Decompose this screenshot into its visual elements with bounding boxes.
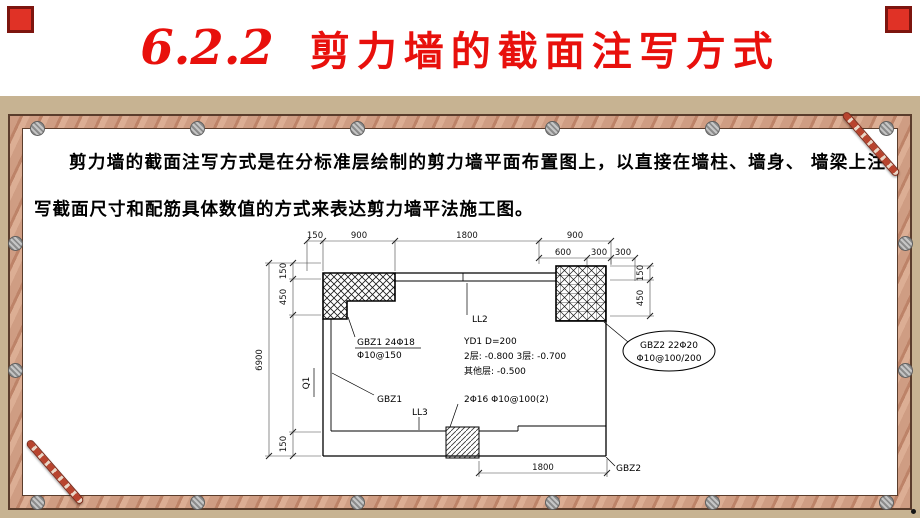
dim-label: 900 [351, 231, 367, 241]
title-band: 6.2.2 剪力墙的截面注写方式 [0, 0, 920, 96]
drawing-labels: LL2 GBZ1 24Φ18 Φ10@150 YD1 D=200 2层: -0.… [302, 315, 702, 474]
wood-frame: 剪力墙的截面注写方式是在分标准层绘制的剪力墙平面布置图上，以直接在墙柱、墙身、 … [8, 114, 912, 510]
label-ll2: LL2 [472, 315, 488, 325]
bolt-icon [879, 495, 894, 510]
bolt-icon [350, 495, 365, 510]
bolt-icon [30, 495, 45, 510]
dimension-labels: 150 900 1800 900 600 300 300 150 450 690… [255, 231, 646, 473]
bolt-icon [30, 121, 45, 136]
bolt-icon [350, 121, 365, 136]
dim-label: 1800 [456, 231, 478, 241]
dim-label: 150 [636, 265, 646, 281]
red-square-icon [7, 6, 34, 33]
dim-label: 150 [307, 231, 323, 241]
bolt-icon [705, 495, 720, 510]
body-text: 剪力墙的截面注写方式是在分标准层绘制的剪力墙平面布置图上，以直接在墙柱、墙身、 … [34, 152, 886, 219]
gbz1-column [322, 272, 396, 320]
label-wall-rebar: 2Φ16 Φ10@100(2) [464, 395, 549, 405]
bolt-icon [879, 121, 894, 136]
label-yd1-line3: 其他层: -0.500 [464, 365, 526, 377]
bolt-icon [545, 495, 560, 510]
dim-label: 600 [555, 248, 571, 258]
red-square-icon [885, 6, 912, 33]
bolt-icon [8, 363, 23, 378]
dim-label: 150 [279, 436, 289, 452]
label-gbz2-tag: GBZ2 [616, 464, 641, 474]
bolt-icon [545, 121, 560, 136]
label-gbz2-callout-1: GBZ2 22Φ20 [640, 341, 698, 351]
dim-label: 300 [591, 248, 607, 258]
label-gbz1-line2: Φ10@150 [357, 351, 402, 361]
wall-outline [322, 265, 607, 459]
yd1-opening [445, 426, 480, 459]
page-title: 剪力墙的截面注写方式 [309, 29, 780, 75]
label-gbz1-line1: GBZ1 24Φ18 [357, 338, 415, 348]
dim-label: 150 [279, 263, 289, 279]
dim-label: 450 [636, 290, 646, 306]
shear-wall-plan-drawing: 150 900 1800 900 600 300 300 150 450 690… [255, 231, 716, 477]
gbz2-callout-ellipse [622, 330, 716, 372]
dim-label: 1800 [532, 463, 554, 473]
dim-label: 450 [279, 289, 289, 305]
label-ll3: LL3 [412, 408, 428, 418]
bolt-icon [705, 121, 720, 136]
leader-lines [313, 283, 629, 467]
dim-label: 900 [567, 231, 583, 241]
bolt-icon [8, 236, 23, 251]
page-title-number: 6.2.2 [140, 20, 274, 76]
dimension-ticks [265, 237, 654, 477]
dim-label: 6900 [255, 349, 265, 371]
bolt-icon [190, 495, 205, 510]
label-gbz1-tag: GBZ1 [377, 395, 402, 405]
gbz2-column [555, 265, 607, 322]
bolt-icon [898, 236, 913, 251]
label-yd1-line1: YD1 D=200 [463, 337, 517, 347]
label-q1: Q1 [302, 377, 312, 390]
content-panel: 剪力墙的截面注写方式是在分标准层绘制的剪力墙平面布置图上，以直接在墙柱、墙身、 … [22, 128, 898, 496]
dim-label: 300 [615, 248, 631, 258]
bolt-icon [190, 121, 205, 136]
label-yd1-line2: 2层: -0.800 3层: -0.700 [464, 351, 566, 362]
bolt-icon [898, 363, 913, 378]
corner-dot [911, 509, 916, 514]
label-gbz2-callout-2: Φ10@100/200 [637, 354, 702, 364]
